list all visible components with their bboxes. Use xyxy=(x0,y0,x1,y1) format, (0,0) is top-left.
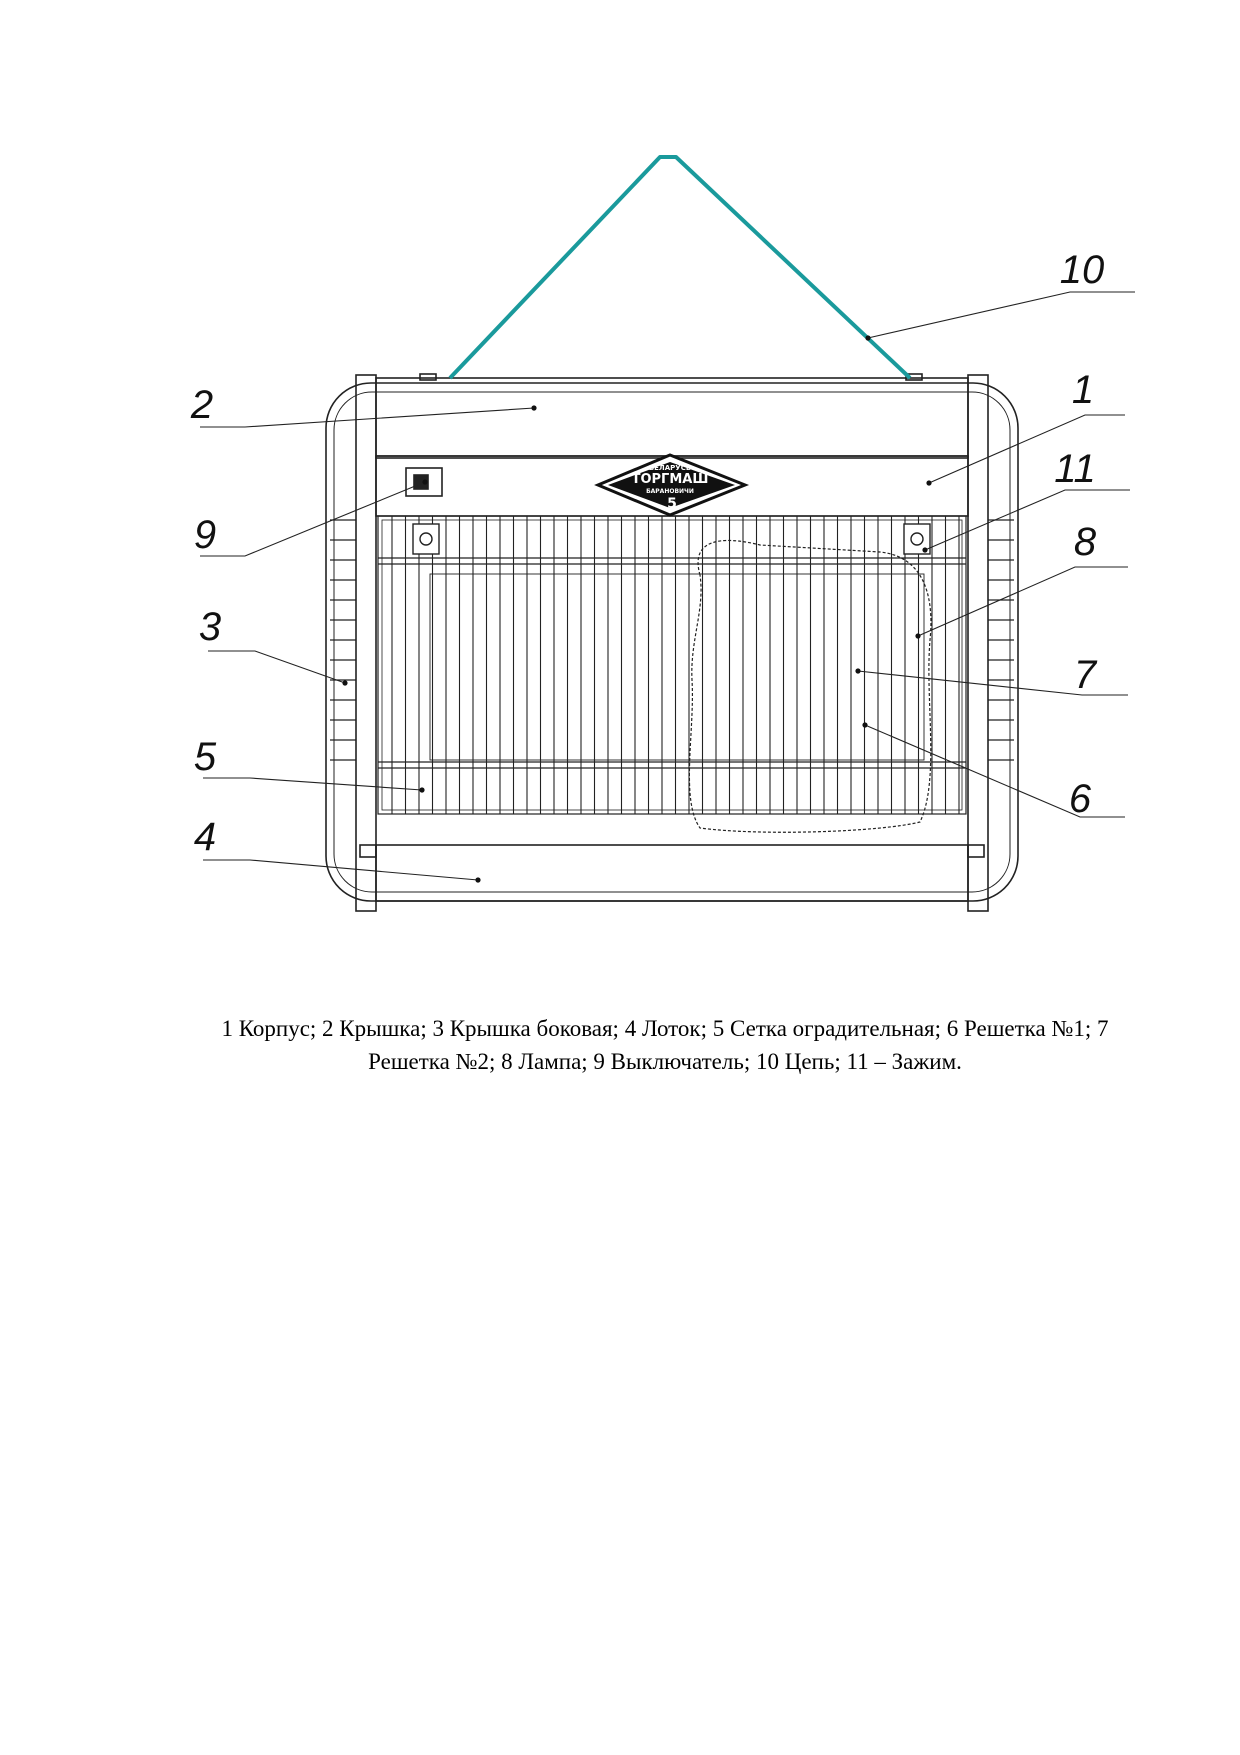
caption-line-1: 1 Корпус; 2 Крышка; 3 Крышка боковая; 4 … xyxy=(221,1016,1109,1041)
callout-number-7: 7 xyxy=(1074,653,1098,697)
callout-leader-2 xyxy=(200,407,535,428)
lid xyxy=(375,377,969,459)
callout-number-11: 11 xyxy=(1054,447,1096,491)
right-end-post xyxy=(967,374,989,912)
svg-text:БЕЛАРУСЬ: БЕЛАРУСЬ xyxy=(649,464,691,472)
callout-number-9: 9 xyxy=(194,513,216,557)
torgmash-logo: БЕЛАРУСЬ ТОРГМАШ БАРАНОВИЧИ 5 xyxy=(594,453,750,517)
left-end-post xyxy=(355,374,377,912)
callout-dot-3 xyxy=(342,680,348,686)
callout-leader-4 xyxy=(203,859,479,881)
figure-caption: 1 Корпус; 2 Крышка; 3 Крышка боковая; 4 … xyxy=(150,1012,1180,1078)
callout-number-1: 1 xyxy=(1072,368,1094,412)
callout-dot-10 xyxy=(865,335,871,341)
callout-leader-7 xyxy=(857,670,1128,696)
lamp xyxy=(688,539,932,833)
caption-line-2: Решетка №2; 8 Лампа; 9 Выключатель; 10 Ц… xyxy=(368,1049,962,1074)
guard-mesh xyxy=(377,515,967,815)
callout-leader-6 xyxy=(864,724,1125,818)
callout-dot-9 xyxy=(422,479,428,485)
callout-dot-4 xyxy=(475,877,481,883)
switch xyxy=(405,467,443,497)
svg-text:БАРАНОВИЧИ: БАРАНОВИЧИ xyxy=(646,488,694,495)
callout-dot-7 xyxy=(855,668,861,674)
callout-number-5: 5 xyxy=(194,735,217,779)
callout-number-2: 2 xyxy=(190,383,213,427)
svg-text:5: 5 xyxy=(667,496,677,512)
insect-trap-drawing: БЕЛАРУСЬ ТОРГМАШ БАРАНОВИЧИ 5 1 2 3 4 5 6 7 8 9 1… xyxy=(190,155,1135,912)
callout-number-4: 4 xyxy=(194,815,216,859)
svg-text:ТОРГМАШ: ТОРГМАШ xyxy=(632,472,709,487)
side-cover-ribs xyxy=(330,519,1014,761)
callout-number-3: 3 xyxy=(199,605,221,649)
callout-dot-8 xyxy=(915,633,921,639)
callout-leader-5 xyxy=(203,777,423,791)
inner-grid-frame xyxy=(429,573,925,761)
callout-leader-11 xyxy=(924,489,1130,551)
callout-leader-8 xyxy=(917,566,1128,637)
callout-number-10: 10 xyxy=(1060,248,1105,292)
callout-dot-5 xyxy=(419,787,425,793)
callout-number-6: 6 xyxy=(1069,777,1092,821)
callout-number-8: 8 xyxy=(1074,520,1097,564)
callout-leader-1 xyxy=(928,414,1125,484)
grille-bars xyxy=(391,516,960,814)
callout-dot-1 xyxy=(926,480,932,486)
callout-leader-9 xyxy=(200,481,426,557)
hanging-chain xyxy=(448,155,912,380)
callout-leader-3 xyxy=(208,650,346,684)
callout-leader-10 xyxy=(867,291,1135,339)
callout-dot-2 xyxy=(531,405,537,411)
tray xyxy=(375,844,969,902)
callout-dot-6 xyxy=(862,722,868,728)
callout-dot-11 xyxy=(922,547,928,553)
